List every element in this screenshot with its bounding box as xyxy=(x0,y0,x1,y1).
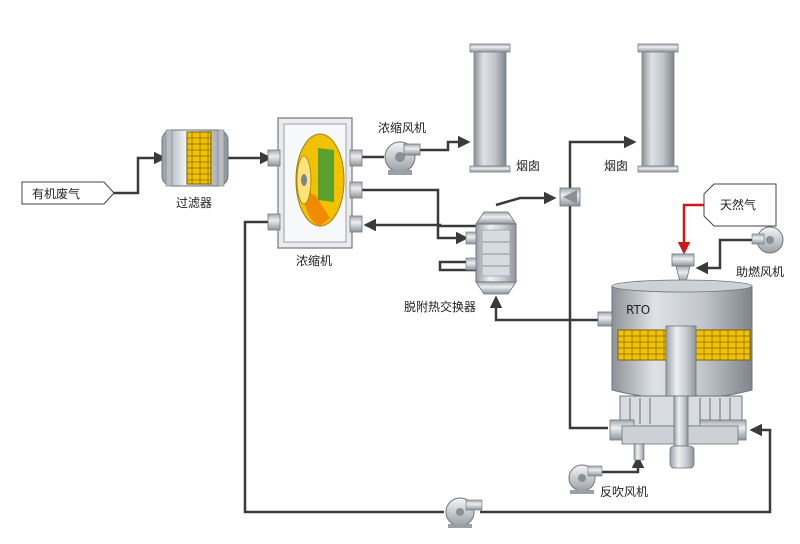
pipe-concentrator-to-exchanger xyxy=(362,188,469,245)
pipe-input-to-filter xyxy=(110,151,167,195)
chimney-1: 烟囱 xyxy=(469,43,540,173)
concentrator-fan-label: 浓缩风机 xyxy=(378,120,426,135)
backblow-fan: 反吹风机 xyxy=(568,464,648,499)
pipe-combustion-fan-to-burner xyxy=(695,238,756,275)
pipe-return-fan-to-rto xyxy=(480,423,772,514)
concentrator-unit: 浓缩机 xyxy=(267,117,363,268)
three-way-valve xyxy=(559,187,581,207)
pipe-exchanger-loop xyxy=(438,260,476,272)
return-fan xyxy=(445,497,483,528)
rto-unit: RTO xyxy=(597,253,753,469)
concentrator-fan: 浓缩风机 xyxy=(378,120,426,175)
pipe-backblow-fan-to-rto xyxy=(600,455,645,474)
natural-gas-label: 天然气 xyxy=(720,197,756,212)
chimney-2-label: 烟囱 xyxy=(604,159,628,173)
backblow-fan-label: 反吹风机 xyxy=(600,485,648,499)
pipe-rto-to-valve xyxy=(568,206,608,430)
concentrator-label: 浓缩机 xyxy=(296,253,332,268)
filter-unit: 过滤器 xyxy=(161,129,229,210)
pipe-exchanger-to-valve xyxy=(495,191,557,207)
desorption-heat-exchanger: 脱附热交换器 xyxy=(404,211,517,314)
combustion-fan-label: 助燃风机 xyxy=(736,264,784,279)
pipe-return-loop xyxy=(243,220,444,514)
natural-gas-inlet: 天然气 xyxy=(703,183,777,227)
chimney-1-label: 烟囱 xyxy=(516,159,540,173)
pipe-exchanger-to-concentrator xyxy=(363,218,476,232)
gas-line xyxy=(677,203,704,255)
rto-label: RTO xyxy=(626,303,650,317)
filter-label: 过滤器 xyxy=(176,196,212,210)
pipe-rto-to-exchanger xyxy=(489,295,610,322)
pipe-network xyxy=(110,135,772,514)
pipe-valve-to-chimney-2 xyxy=(568,135,637,188)
waste-gas-label: 有机废气 xyxy=(32,186,80,201)
pipe-fan-to-chimney-1 xyxy=(418,135,471,152)
chimney-2: 烟囱 xyxy=(604,43,679,173)
waste-gas-inlet: 有机废气 xyxy=(21,181,115,205)
combustion-fan: 助燃风机 xyxy=(736,226,784,279)
heat-exchanger-label: 脱附热交换器 xyxy=(404,299,476,314)
adsorption-rotor xyxy=(295,133,345,227)
